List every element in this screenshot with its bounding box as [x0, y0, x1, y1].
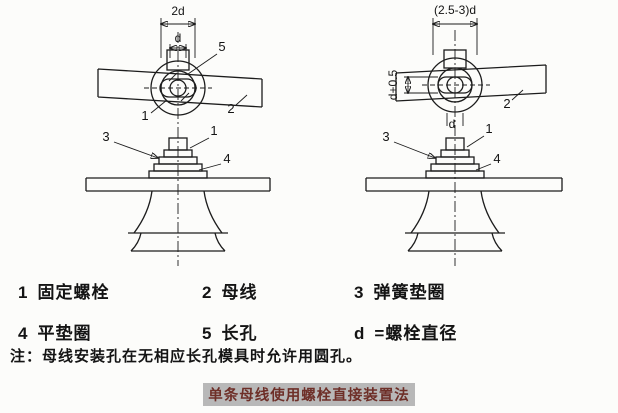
part-label-bolt-elev: 1: [485, 121, 492, 136]
legend-item-bolt-diameter: d =螺栓直径: [354, 319, 602, 344]
legend-item-fixing-bolt: 1 固定螺栓: [18, 278, 202, 303]
dim-bolt-dia-label: d: [449, 117, 456, 131]
legend-item-name: 平垫圈: [37, 324, 92, 343]
leader-bolt-elev: [189, 137, 210, 149]
right-elevation-view: 3 1 4: [365, 30, 563, 266]
part-label-spring-washer: 3: [382, 129, 389, 144]
leader-flat-washer: [198, 163, 222, 171]
leader-bolt-elev: [466, 135, 485, 148]
part-label-flat-washer: 4: [223, 151, 230, 166]
washer-and-slot-top-view: [422, 57, 490, 113]
dim-slot-width-label: d+0.5: [386, 69, 400, 100]
dim-slot-length-label: (2.5-3)d: [434, 3, 476, 17]
legend-item-number: 4: [18, 324, 29, 343]
note-text: 注：母线安装孔在无相应长孔模具时允许用圆孔。: [10, 348, 363, 365]
legend-item-busbar: 2 母线: [202, 278, 354, 303]
bolt-mounting-assembly-drawing: 2d d 5 1 2: [85, 3, 563, 266]
legend-item-number: 5: [202, 324, 213, 343]
part-label-bolt-elev: 1: [210, 123, 217, 138]
part-label-busbar: 2: [227, 101, 234, 116]
dim-2d-label: 2d: [171, 4, 184, 18]
leader-slot: [187, 53, 218, 75]
legend-item-flat-washer: 4 平垫圈: [18, 319, 202, 344]
leader-spring-washer: [393, 141, 435, 158]
right-plan-view: (2.5-3)d d+0.5 d 2: [386, 3, 547, 131]
busbar-shape: [97, 68, 263, 108]
legend-item-name: 母线: [221, 283, 258, 302]
caption-row: 单条母线使用螺栓直接装置法: [0, 383, 618, 406]
part-label-spring-washer: 3: [102, 129, 109, 144]
support-plate: [365, 177, 563, 192]
legend-item-slot: 5 长孔: [202, 319, 354, 344]
left-elevation-view: 3 1 4: [85, 32, 271, 266]
leader-busbar: [235, 94, 248, 106]
right-dimensions: [404, 18, 477, 126]
caption: 单条母线使用螺栓直接装置法: [203, 383, 415, 406]
legend-item-number: 3: [354, 283, 365, 302]
leader-spring-washer: [113, 141, 158, 158]
part-label-bolt: 1: [141, 108, 148, 123]
washer-and-slot-top-view: [144, 60, 212, 116]
leader-bolt: [150, 99, 168, 114]
legend-item-name: 固定螺栓: [37, 283, 110, 302]
legend-item-number: 2: [202, 283, 213, 302]
legend-item-name: 长孔: [221, 324, 258, 343]
leader-busbar: [511, 89, 524, 101]
legend-item-name: 弹簧垫圈: [373, 283, 446, 302]
legend-item-spring-washer: 3 弹簧垫圈: [354, 278, 602, 303]
insulator: [128, 190, 228, 252]
part-label-slot: 5: [218, 39, 225, 54]
legend-item-number: 1: [18, 283, 29, 302]
busbar-shape: [395, 64, 547, 102]
legend-item-number: d: [354, 324, 366, 343]
insulator: [405, 190, 505, 252]
legend-item-name: =螺栓直径: [374, 324, 458, 343]
part-label-flat-washer: 4: [493, 151, 500, 166]
part-label-busbar: 2: [503, 96, 510, 111]
support-plate: [85, 177, 271, 192]
leader-flat-washer: [475, 163, 492, 171]
left-plan-view: 2d d 5 1 2: [97, 4, 263, 123]
legend: 1 固定螺栓 2 母线 3 弹簧垫圈 4 平垫圈 5 长孔 d =螺栓直径: [18, 278, 602, 344]
